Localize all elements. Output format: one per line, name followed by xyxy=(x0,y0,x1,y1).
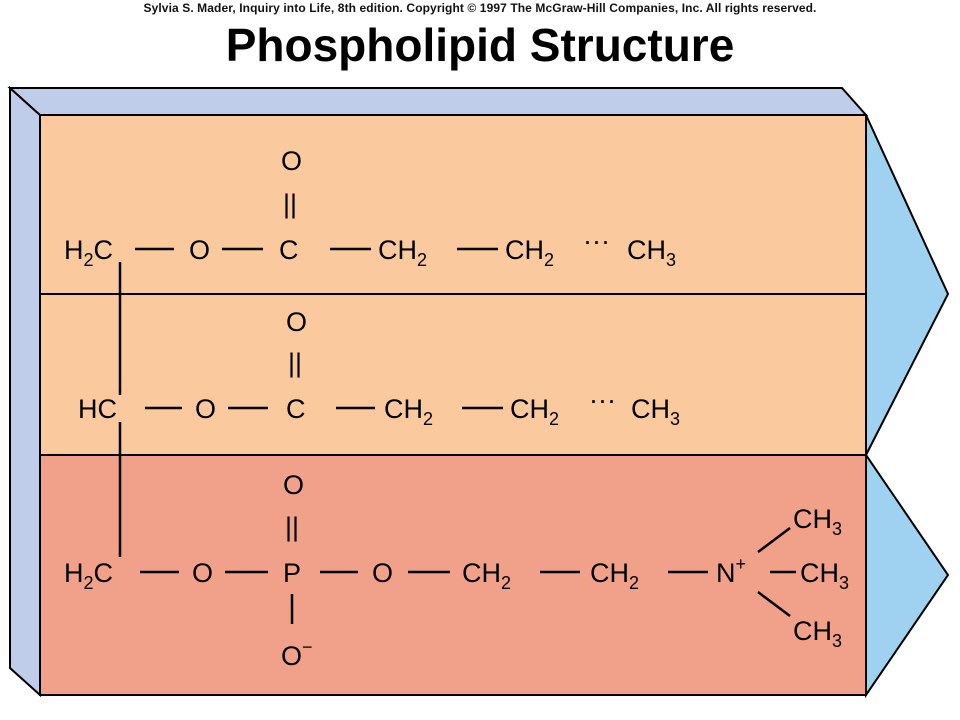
row1-chain-ellipsis: ··· xyxy=(583,226,610,256)
row1-backbone-carbon: H2C xyxy=(64,235,113,270)
row1-double-bond: || xyxy=(283,189,297,219)
row2-chain-ellipsis: ··· xyxy=(589,385,616,415)
arrow-face-lower xyxy=(865,451,950,699)
row3-bond-n-ch3-bottom xyxy=(757,591,791,617)
row1-ch2-a: CH2 xyxy=(378,235,427,270)
row3-nitrogen: N+ xyxy=(716,554,746,588)
row3-phosphoryl-oxygen: O xyxy=(283,470,304,500)
row2-ester-oxygen: O xyxy=(195,394,216,424)
row3-ch2-a: CH2 xyxy=(462,558,511,593)
row3-ch3-mid: CH3 xyxy=(800,558,849,593)
row1-ester-oxygen: O xyxy=(189,235,210,265)
row2-carbonyl-carbon: C xyxy=(286,394,306,424)
row3-ester-oxygen: O xyxy=(192,558,213,588)
fatty-acid-band-1 xyxy=(39,114,867,295)
row1-ch2-b: CH2 xyxy=(505,235,554,270)
row2-backbone-carbon: HC xyxy=(78,394,117,424)
arrow-face-upper xyxy=(865,114,950,456)
block-left-face xyxy=(9,85,41,698)
row3-ch2-b: CH2 xyxy=(590,558,639,593)
block-top-face xyxy=(7,87,869,116)
row3-ch3-bottom: CH3 xyxy=(793,616,842,651)
row3-backbone-carbon: H2C xyxy=(64,558,113,593)
row3-phosphorus: P xyxy=(283,558,301,588)
row2-ch2-b: CH2 xyxy=(510,394,559,429)
row1-carbonyl-carbon: C xyxy=(279,235,299,265)
row2-ch2-a: CH2 xyxy=(384,394,433,429)
row1-carbonyl-oxygen: O xyxy=(281,146,302,176)
row2-ch3: CH3 xyxy=(631,394,680,429)
row3-bond-n-ch3-top xyxy=(757,527,791,553)
row2-double-bond: || xyxy=(288,348,302,378)
row3-double-bond: || xyxy=(285,512,299,542)
row2-carbonyl-oxygen: O xyxy=(286,307,307,337)
copyright-credit: Sylvia S. Mader, Inquiry into Life, 8th … xyxy=(143,1,817,15)
phosphate-band xyxy=(39,454,867,696)
row3-phosphate-o-minus: O− xyxy=(281,637,313,671)
fatty-acid-band-2 xyxy=(39,293,867,456)
page-title: Phospholipid Structure xyxy=(225,19,735,71)
row3-ch3-top: CH3 xyxy=(793,504,842,539)
row3-link-oxygen: O xyxy=(372,558,393,588)
row1-ch3: CH3 xyxy=(627,235,676,270)
